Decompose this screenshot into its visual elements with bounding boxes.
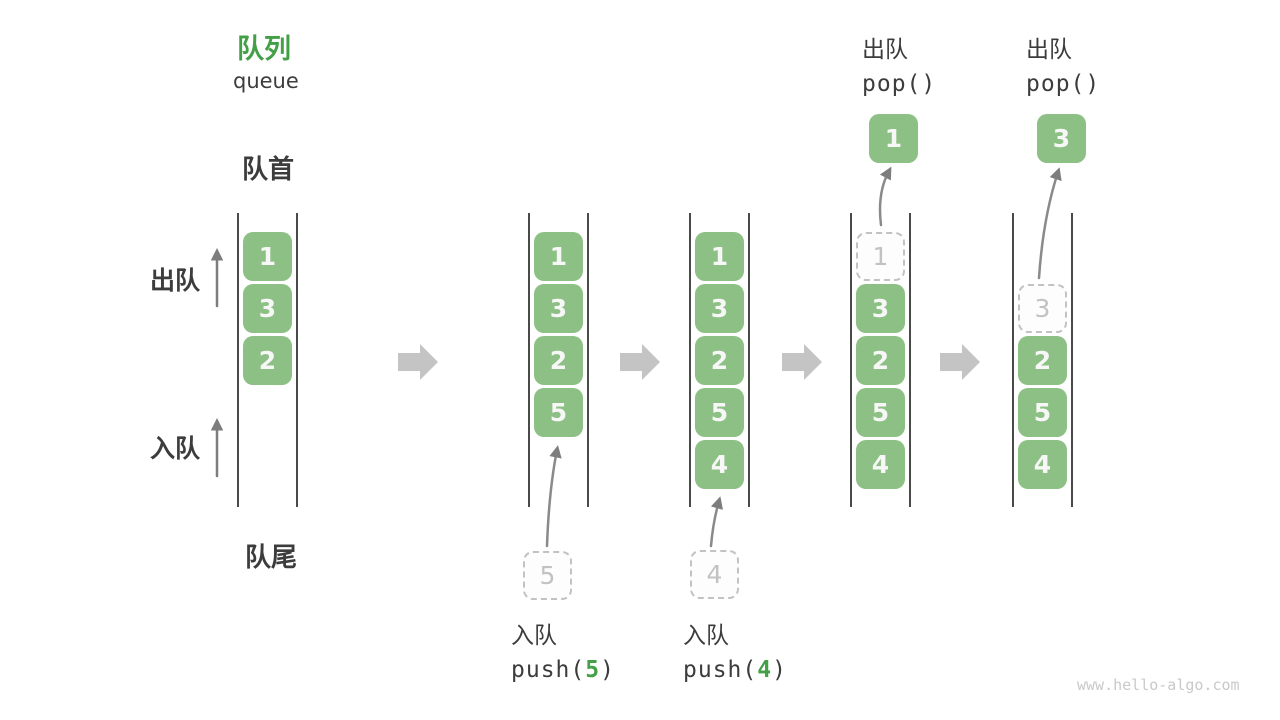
watermark: www.hello-algo.com [1077, 676, 1240, 694]
transition-arrow-icon [398, 344, 438, 380]
push-label-zh: 入队 [683, 623, 729, 649]
queue-item: 2 [243, 336, 292, 385]
push-4-arrow [709, 496, 723, 548]
queue-item: 3 [695, 284, 744, 333]
push-label-zh: 入队 [511, 623, 557, 649]
queue-item-removed: 3 [1018, 284, 1067, 333]
queue-item: 2 [534, 336, 583, 385]
push-code: push(4) [683, 657, 787, 683]
queue-item: 4 [695, 440, 744, 489]
queue-state-3: 1 3 2 5 4 [689, 213, 750, 507]
staged-value-box: 4 [690, 550, 739, 599]
transition-arrow-icon [940, 344, 980, 380]
push-arg: 5 [585, 657, 601, 683]
pop-label-zh: 出队 [1026, 37, 1072, 63]
queue-state-4: 1 3 2 5 4 [850, 213, 911, 507]
page-subtitle: queue [233, 69, 299, 93]
queue-item-removed: 1 [856, 232, 905, 281]
queue-item: 5 [695, 388, 744, 437]
queue-item: 3 [856, 284, 905, 333]
pop-operation-label-1: 出队 pop() [862, 30, 936, 97]
queue-rear-label: 队尾 [245, 543, 298, 573]
pop-operation-label-2: 出队 pop() [1026, 30, 1100, 97]
queue-item: 4 [1018, 440, 1067, 489]
queue-item: 3 [243, 284, 292, 333]
page-title: 队列 [237, 34, 291, 65]
dequeue-direction-label: 出队 [150, 266, 201, 295]
queue-item: 5 [856, 388, 905, 437]
queue-item: 1 [695, 232, 744, 281]
queue-front-label: 队首 [242, 155, 295, 185]
queue-item: 5 [1018, 388, 1067, 437]
queue-state-2: 1 3 2 5 [528, 213, 589, 507]
pop-code: pop() [1026, 71, 1101, 97]
queue-item: 1 [534, 232, 583, 281]
pop-code: pop() [862, 71, 937, 97]
popped-value-box: 1 [869, 114, 918, 163]
staged-value-box: 5 [523, 551, 572, 600]
transition-arrow-icon [620, 344, 660, 380]
queue-item: 3 [534, 284, 583, 333]
queue-item: 5 [534, 388, 583, 437]
enqueue-direction-label: 入队 [150, 434, 201, 463]
queue-item: 2 [856, 336, 905, 385]
queue-item: 4 [856, 440, 905, 489]
queue-state-5: 3 2 5 4 [1012, 213, 1073, 507]
queue-item: 2 [695, 336, 744, 385]
push-operation-label-4: 入队 push(4) [683, 616, 787, 683]
transition-arrow-icon [782, 344, 822, 380]
push-arg: 4 [757, 657, 773, 683]
queue-item: 2 [1018, 336, 1067, 385]
push-operation-label-5: 入队 push(5) [511, 616, 615, 683]
queue-state-1: 1 3 2 [237, 213, 298, 507]
pop-label-zh: 出队 [862, 37, 908, 63]
push-code: push(5) [511, 657, 615, 683]
queue-item: 1 [243, 232, 292, 281]
popped-value-box: 3 [1037, 114, 1086, 163]
